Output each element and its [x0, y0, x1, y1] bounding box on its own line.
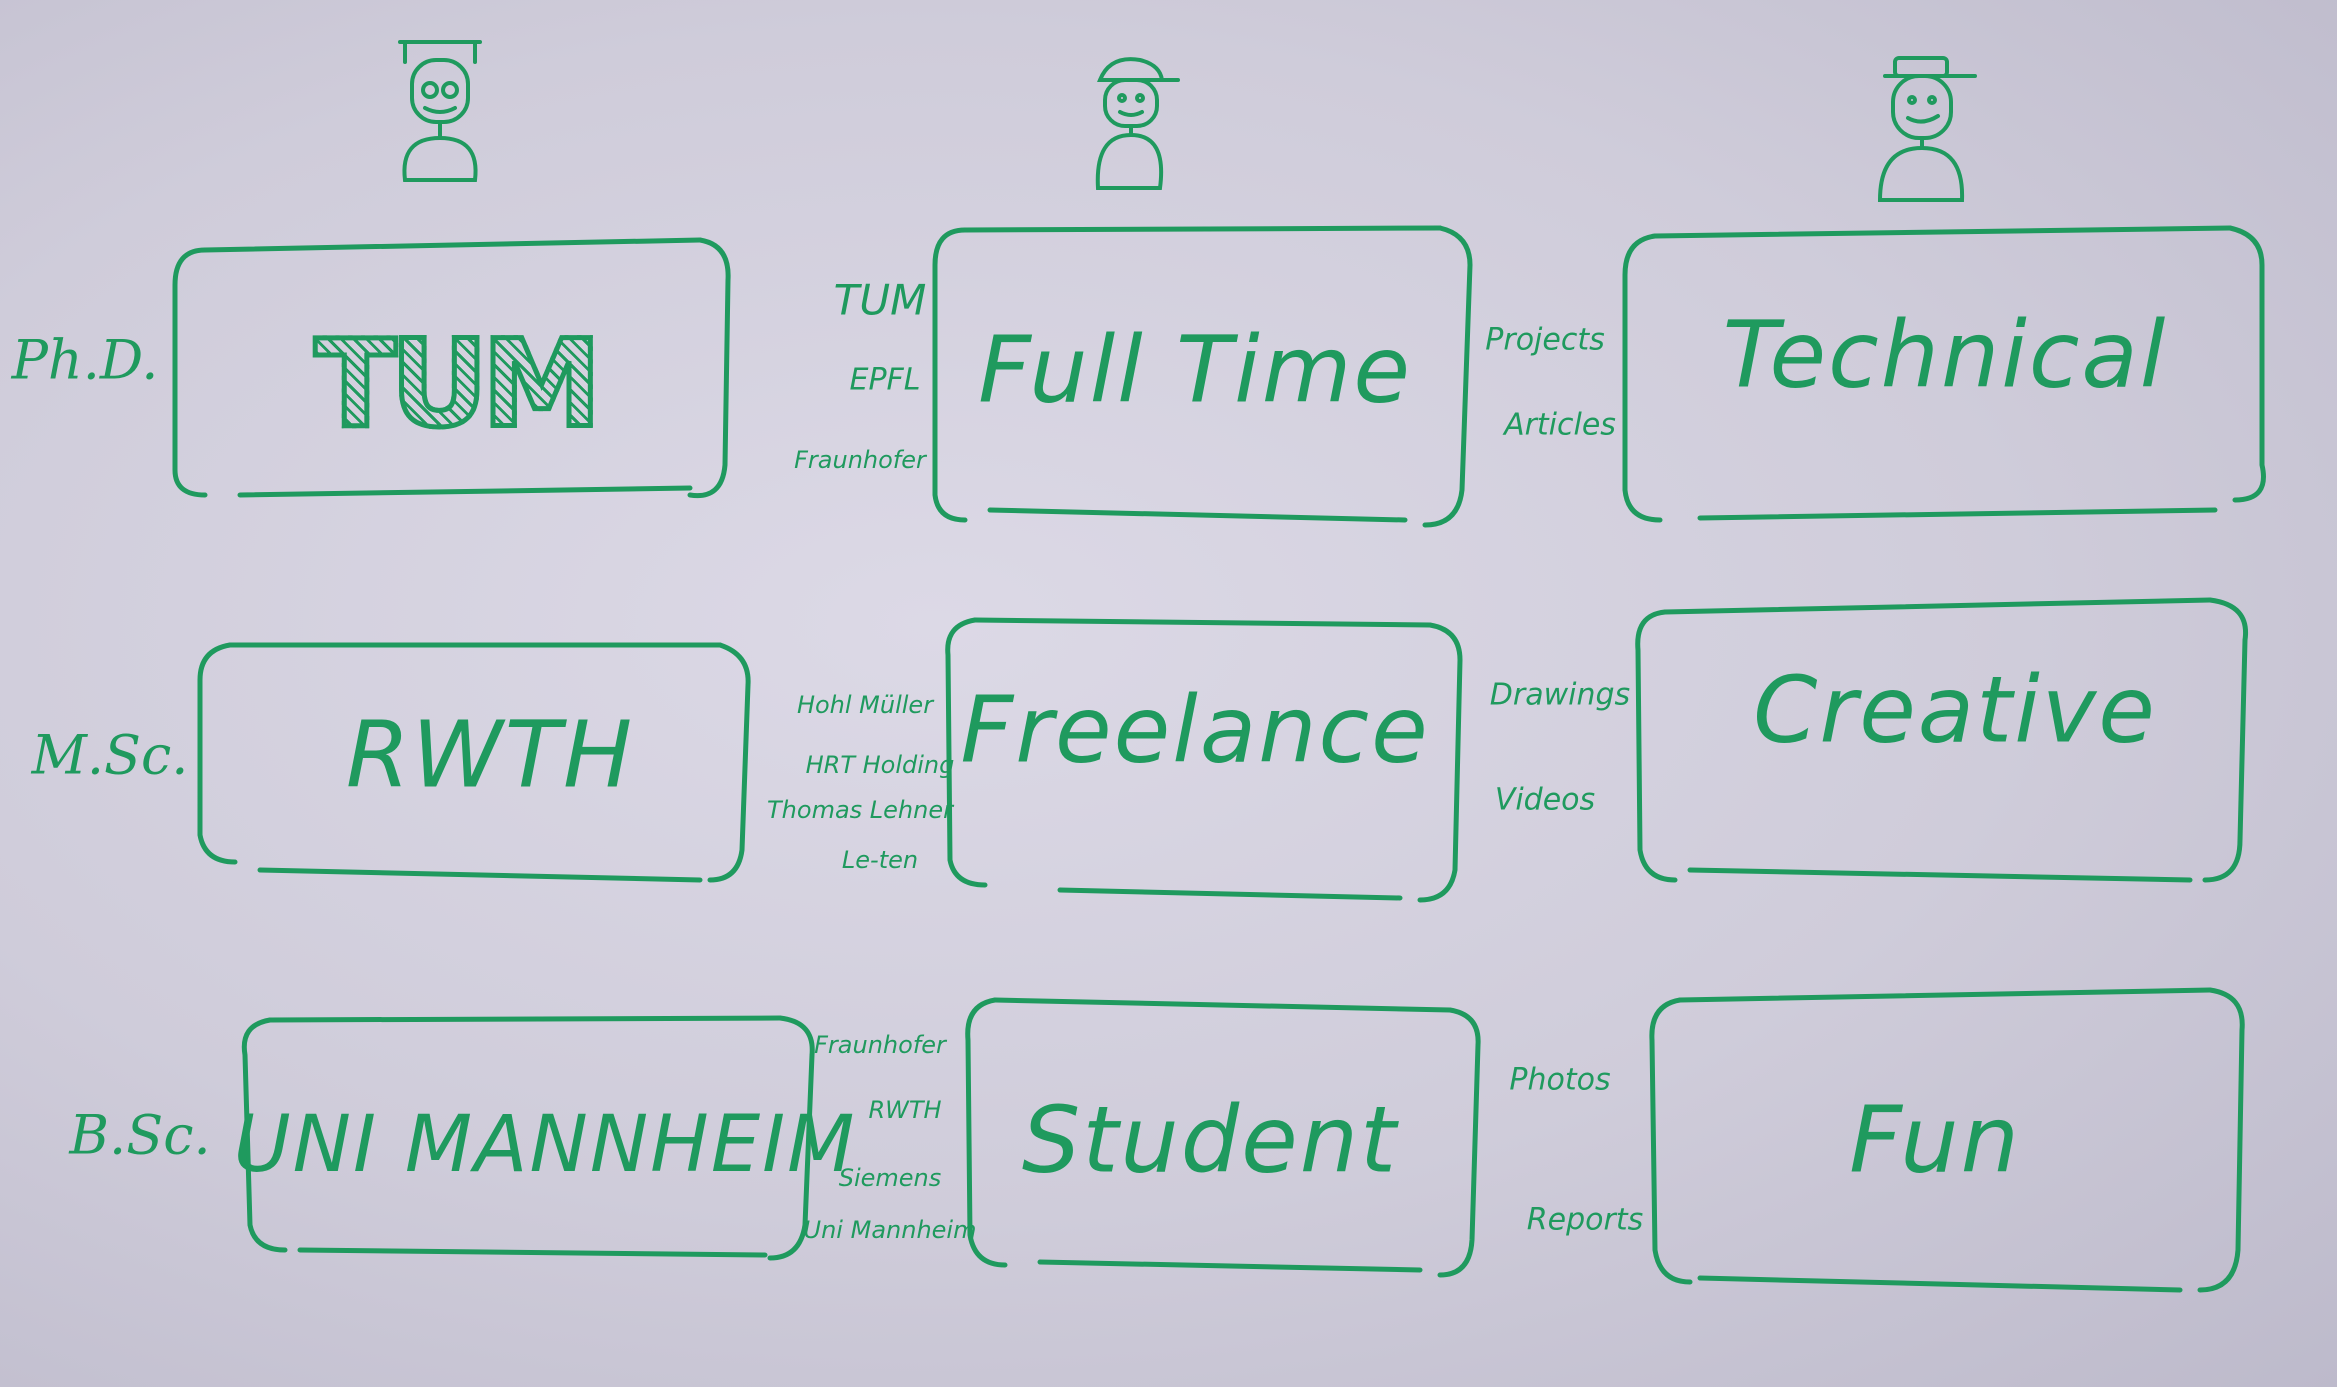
work-link-label: Projects	[1485, 322, 1605, 358]
level-phd-label: Ph.D.	[11, 328, 159, 392]
work-freelance: Freelance	[960, 676, 1430, 784]
edu-link-label: EPFL	[849, 362, 921, 398]
education-rwth: RWTH	[345, 701, 635, 809]
edu-link-label: Thomas Lehner	[767, 796, 953, 824]
edu-link-label: Fraunhofer	[794, 446, 926, 474]
work-student: Student	[1021, 1086, 1399, 1194]
frame-freelance	[945, 617, 1463, 903]
edu-link-label: HRT Holding	[805, 751, 955, 779]
project-technical: Technical	[1722, 301, 2168, 409]
frame-student	[965, 997, 1481, 1278]
edu-link-label: Le-ten	[841, 846, 919, 874]
level-msc-label: M.Sc.	[31, 723, 189, 787]
work-link-label: Photos	[1509, 1062, 1611, 1098]
work-link-label: Articles	[1504, 407, 1616, 443]
tum-logo: TUM	[312, 313, 604, 457]
frame-fun	[1649, 987, 2245, 1293]
level-bsc-label: B.Sc.	[69, 1103, 211, 1167]
work-link-label: Videos	[1494, 782, 1596, 818]
worker-figure-icon	[1095, 57, 1180, 190]
cap-figure-icon	[1877, 56, 1977, 202]
project-creative: Creative	[1753, 656, 2157, 764]
frame-tum	[172, 237, 731, 499]
frame-full-time	[932, 225, 1473, 528]
edu-link-label: Hohl Müller	[796, 691, 934, 719]
frame-creative	[1635, 597, 2249, 883]
edu-link-label: Siemens	[838, 1164, 942, 1192]
work-link-label: Drawings	[1489, 677, 1631, 713]
frame-rwth	[197, 642, 751, 883]
edu-link-label: RWTH	[868, 1096, 942, 1124]
education-uni-mannheim: UNI MANNHEIM	[233, 1100, 857, 1190]
graduate-figure-icon	[398, 40, 482, 182]
work-full-time: Full Time	[978, 316, 1412, 424]
frame-uni-mannheim	[241, 1015, 815, 1261]
edu-link-label: Fraunhofer	[814, 1031, 946, 1059]
edu-link-label: Uni Mannheim	[803, 1216, 977, 1244]
edu-link-label: TUM	[833, 275, 927, 325]
work-link-label: Reports	[1526, 1202, 1644, 1238]
project-fun: Fun	[1849, 1086, 2021, 1194]
frame-technical	[1622, 225, 2266, 523]
